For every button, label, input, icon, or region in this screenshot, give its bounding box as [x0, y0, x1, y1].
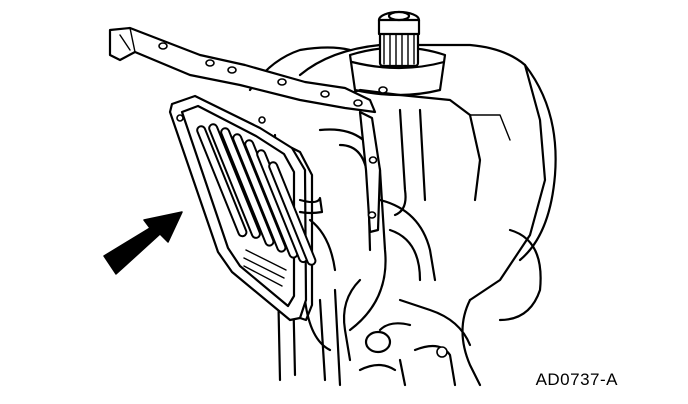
screen-slots [196, 123, 317, 266]
gasket-rail [108, 26, 388, 234]
oil-filter-screen [168, 94, 324, 322]
pointer-arrow-icon [103, 211, 183, 275]
figure-reference-code: AD0737-A [535, 370, 618, 389]
